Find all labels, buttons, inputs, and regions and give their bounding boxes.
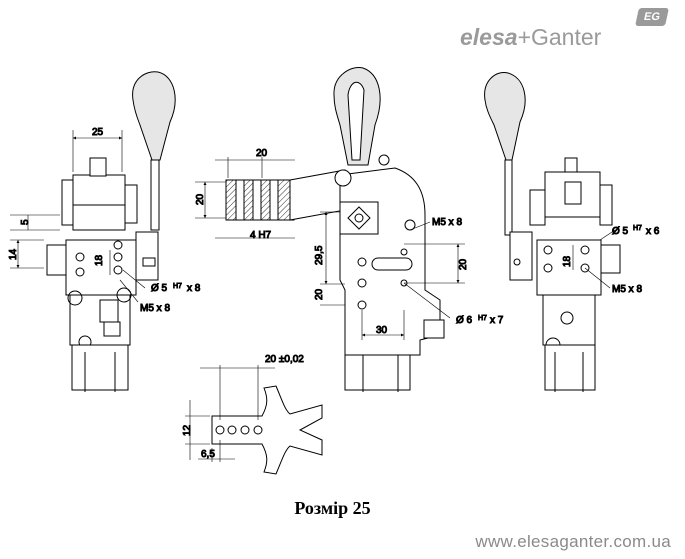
brand-name-ganter: Ganter — [531, 24, 602, 50]
left-dim-tol: H7 — [173, 283, 182, 290]
left-handle-rod — [150, 159, 160, 231]
left-view — [10, 71, 176, 392]
fork-dim-6-5: 6,5 — [201, 449, 215, 460]
center-dim-20-right: 20 — [458, 258, 469, 270]
brand-plus: + — [517, 24, 531, 50]
center-dim-20-left: 20 — [314, 288, 325, 300]
right-dim-tol: H7 — [633, 225, 642, 232]
center-dim-hole: Ø 6 — [456, 315, 473, 326]
brand-name-elesa: elesa — [460, 24, 518, 50]
center-dim-29-5: 29,5 — [314, 245, 325, 265]
fork-dim-20: 20 ±0,02 — [265, 354, 304, 365]
footer-url[interactable]: www.elesaganter.com.ua — [475, 532, 671, 551]
fork-part — [211, 385, 323, 475]
left-dim-thread: M5 x 8 — [140, 303, 170, 314]
left-dim-hole-x: x 8 — [187, 283, 201, 294]
size-caption: Розмір 25 — [294, 498, 371, 518]
fork-view — [185, 365, 323, 475]
right-view — [484, 71, 621, 392]
right-dim-hole: Ø 5 — [612, 226, 629, 237]
center-dim-20-side: 20 — [195, 193, 206, 205]
right-dim-hole-x: x 6 — [646, 226, 660, 237]
left-dim-14: 14 — [8, 248, 19, 260]
center-dim-30: 30 — [376, 325, 388, 336]
right-handle-knob — [484, 71, 526, 161]
brand-logo: elesa+Ganter — [460, 24, 601, 51]
fork-dim-12: 12 — [182, 424, 193, 436]
left-dim-25: 25 — [92, 127, 104, 138]
right-dim-18: 18 — [562, 255, 573, 267]
left-lower-block — [65, 239, 137, 296]
center-dim-hole-x: x 7 — [490, 315, 504, 326]
left-dim-5: 5 — [20, 219, 31, 225]
left-dim-18: 18 — [94, 254, 105, 266]
center-dim-4h7: 4 H7 — [250, 230, 272, 241]
right-dim-thread: M5 x 8 — [612, 284, 642, 295]
left-upper-block — [72, 174, 126, 231]
center-dim-tol: H7 — [478, 315, 487, 322]
center-dim-thread: M5 x 8 — [432, 217, 462, 228]
left-dim-hole: Ø 5 — [151, 283, 168, 294]
left-handle-knob — [132, 71, 176, 161]
center-dim-20-top: 20 — [256, 148, 268, 159]
center-view — [195, 66, 465, 392]
